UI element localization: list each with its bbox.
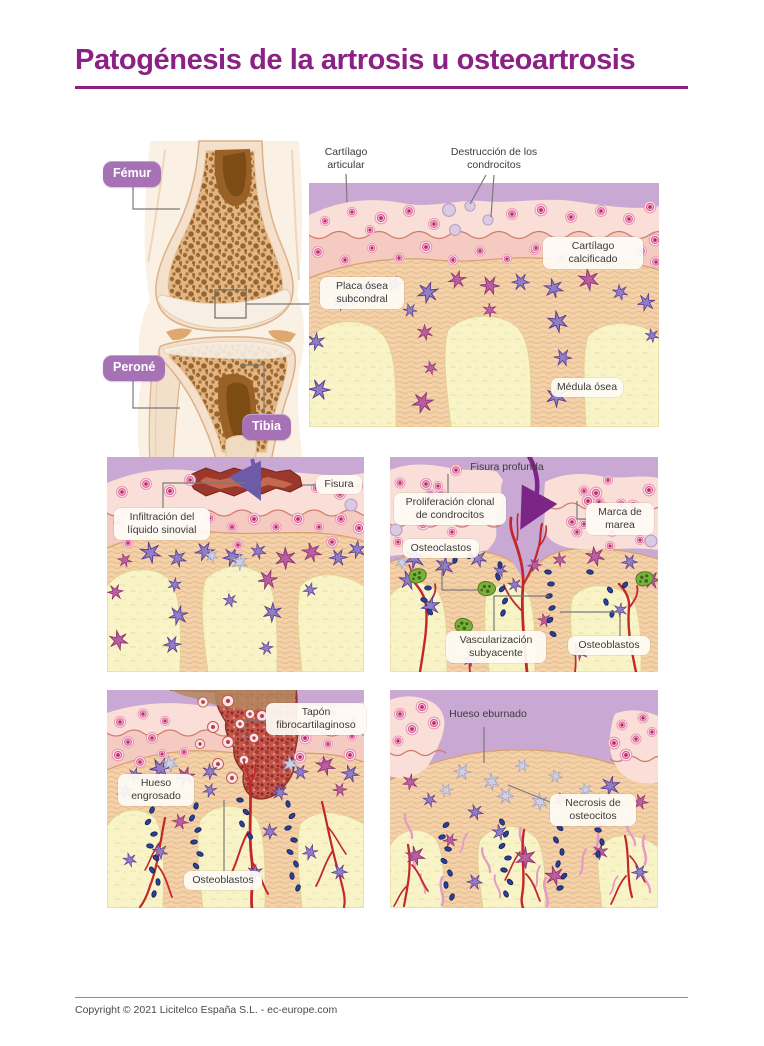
label-proliferacion-clonal: Proliferación clonal de condrocitos: [394, 493, 506, 525]
label-tapon-fibrocartilaginoso: Tapón fibrocartilaginoso: [266, 703, 366, 735]
synovial-fluid-arrow-icon: [228, 458, 261, 501]
label-osteoclastos: Osteoclastos: [403, 539, 479, 558]
label-necrosis-osteocitos: Necrosis de osteocitos: [550, 794, 636, 826]
label-cartilago-articular: Cartílago articular: [324, 146, 368, 171]
perone-badge: Peroné: [103, 355, 166, 381]
label-hueso-engrosado: Hueso engrosado: [118, 774, 194, 806]
tibia-badge: Tibia: [242, 414, 291, 440]
label-cartilago-calcificado: Cartílago calcificado: [543, 237, 643, 269]
label-marca-de-marea: Marca de marea: [586, 503, 654, 535]
page-title: Patogénesis de la artrosis u osteoartros…: [75, 44, 636, 76]
blood-vessels: [393, 828, 646, 908]
footer-copyright: Copyright © 2021 Licitelco España S.L. -…: [75, 1004, 338, 1016]
femur-badge: Fémur: [103, 161, 162, 187]
label-osteoblastos-stage4: Osteoblastos: [184, 871, 262, 890]
label-fisura: Fisura: [316, 475, 362, 494]
stage5-panel-art: [390, 690, 658, 908]
label-hueso-eburnado: Hueso eburnado: [449, 708, 527, 720]
label-fisura-profunda: Fisura profunda: [470, 461, 544, 473]
label-infiltracion-liquido-sinovial: Infiltración del líquido sinovial: [114, 508, 210, 540]
label-vascularizacion-subyacente: Vascularización subyacente: [446, 631, 546, 663]
footer-rule: [75, 997, 688, 998]
deep-fissure-arrow-icon: [520, 457, 558, 530]
label-osteoblastos-stage3: Osteoblastos: [568, 636, 650, 655]
label-medula-osea: Médula ósea: [551, 378, 623, 397]
leader-lines: [132, 173, 621, 871]
label-placa-osea-subcondral: Placa ósea subcondral: [320, 277, 404, 309]
title-rule: [75, 86, 688, 89]
label-destruccion-condrocitos: Destrucción de los condrocitos: [450, 146, 538, 171]
